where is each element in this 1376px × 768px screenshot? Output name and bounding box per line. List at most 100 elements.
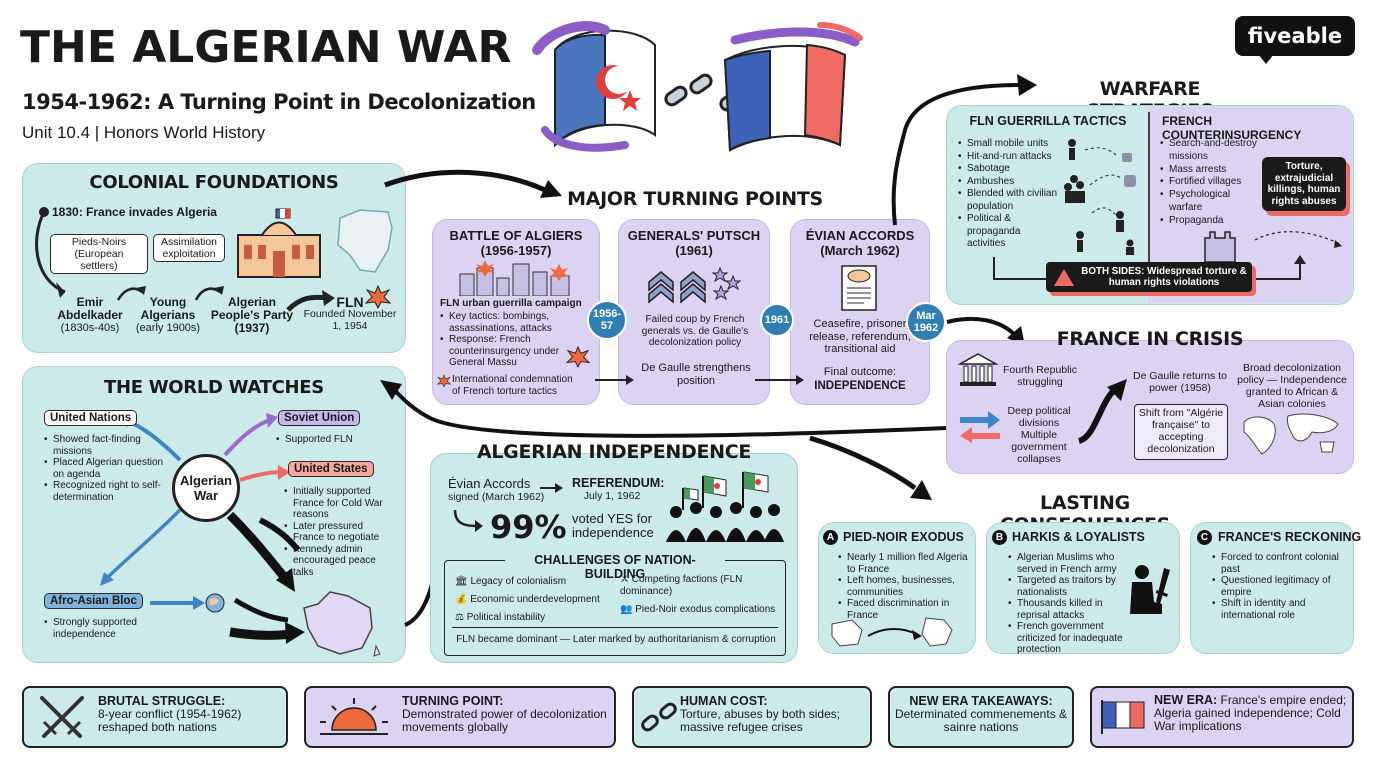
brutal-struggle-text: BRUTAL STRUGGLE: 8-year conflict (1954-1…	[98, 694, 280, 734]
list-item: Propaganda	[1160, 215, 1260, 228]
takeaway-brutal-struggle	[22, 686, 288, 748]
crisis-de-gaulle: De Gaulle returns to power (1958)	[1133, 370, 1227, 394]
united-states-list: Initially supported France for Cold War …	[284, 486, 396, 578]
colonial-building-icon	[237, 208, 321, 278]
division-arrows-icon	[960, 411, 1000, 443]
military-rank-icon	[648, 266, 742, 304]
referendum-percentage: 99%	[490, 508, 567, 546]
city-skyline-icon	[459, 260, 570, 296]
united-nations-label: United Nations	[44, 410, 138, 426]
list-item: Fortified villages	[1160, 176, 1260, 189]
referendum-result-text: voted YES for independence	[572, 511, 654, 540]
battle-of-algiers-lead: FLN urban guerrilla campaign	[440, 298, 582, 309]
algeria-map-icon	[337, 209, 393, 273]
new-era-text: NEW ERA: France's empire ended; Algeria …	[1154, 694, 1350, 733]
crossed-swords-icon	[40, 696, 84, 738]
abdelkader-label: Emir Abdelkader	[57, 295, 123, 322]
new-era-line: NEW ERA: France's empire ended; Algeria …	[1154, 694, 1350, 733]
list-item: Blended with civilian population	[958, 188, 1058, 213]
badge-1961: 1961	[760, 303, 794, 337]
list-item: Recognized right to self-determination	[44, 480, 164, 503]
list-item: Political & propaganda activities	[958, 213, 1058, 251]
brutal-struggle-desc: 8-year conflict (1954-1962) reshaped bot…	[98, 707, 242, 734]
generals-putsch-title: GENERALS' PUTSCH	[627, 228, 761, 243]
generals-putsch-card	[618, 219, 770, 405]
afro-asian-bloc-list: Strongly supported independence	[44, 617, 154, 640]
challenge-economic-text: Economic underdevelopment	[470, 594, 600, 605]
fln-tactics-title: FLN GUERRILLA TACTICS	[969, 114, 1127, 128]
world-watches-title: THE WORLD WATCHES	[104, 377, 324, 398]
torture-callout: Torture, extrajudicial killings, human r…	[1262, 157, 1346, 211]
pied-noir-exodus-title: PIED-NOIR EXODUS	[843, 530, 964, 544]
brand-logo[interactable]: fiveable	[1235, 16, 1355, 56]
star-icon	[619, 90, 641, 111]
new-era-takeaways-title: NEW ERA TAKEAWAYS:	[909, 694, 1053, 708]
soviet-union-label: Soviet Union	[278, 410, 361, 426]
human-cost-text: HUMAN COST: Torture, abuses by both side…	[680, 694, 868, 734]
explosion-icon	[566, 346, 590, 368]
crisis-shift-text: Shift from "Algérie française" to accept…	[1138, 407, 1224, 455]
badge-b: B	[992, 530, 1007, 545]
brutal-struggle-title: BRUTAL STRUGGLE:	[98, 694, 226, 708]
warning-icon	[1054, 268, 1074, 286]
explosion-icon	[365, 285, 391, 309]
badge-a: A	[823, 530, 838, 545]
list-item: Shift in identity and international role	[1212, 598, 1348, 621]
sunrise-icon	[320, 698, 388, 735]
colonial-foundations-title: COLONIAL FOUNDATIONS	[89, 172, 339, 193]
list-item: Left homes, businesses, communities	[838, 575, 972, 598]
new-era-desc: France's empire ended; Algeria gained in…	[1154, 693, 1347, 733]
brand-logo-tail	[1258, 54, 1274, 64]
list-item: Initially supported France for Cold War …	[284, 486, 396, 521]
referendum-label: REFERENDUM:	[572, 476, 665, 490]
badge-mar-1962: Mar 1962	[906, 302, 946, 342]
crossed-swords-icon: ⚔	[620, 574, 629, 585]
list-item: Sabotage	[958, 163, 1058, 176]
guerrilla-figures-icon	[1064, 139, 1136, 255]
torture-callout-text: Torture, extrajudicial killings, human r…	[1267, 161, 1341, 207]
crisis-divisions: Deep political divisions Multiple govern…	[1000, 405, 1078, 465]
generals-putsch-years: (1961)	[675, 243, 713, 258]
flow-arrow-crisis-to-world	[380, 380, 947, 500]
new-era-takeaways-desc: Determinated commenements & sainre natio…	[894, 707, 1068, 734]
fln-founded: Founded November 1, 1954	[303, 308, 397, 332]
broken-chain-icon	[641, 702, 677, 732]
list-item: Faced discrimination in France	[838, 598, 972, 621]
human-cost-desc: Torture, abuses by both sides; massive r…	[680, 707, 841, 734]
timeline-abdelkader: Emir Abdelkader (1830s-40s)	[50, 296, 130, 335]
list-item: Thousands killed in reprisal attacks	[1008, 598, 1133, 621]
list-item: Search-and-destroy missions	[1160, 138, 1260, 164]
building-icon: 🏛	[455, 576, 468, 587]
both-sides-banner: BOTH SIDES: Widespread torture & human r…	[1046, 262, 1252, 292]
pieds-noirs-box: Pieds-Noirs (European settlers)	[50, 234, 148, 274]
crisis-rising-arrow	[1077, 379, 1127, 444]
challenge-factions: ⚔ Competing factions (FLN dominance)	[620, 574, 780, 597]
list-item: Mass arrests	[1160, 164, 1260, 177]
peoples-party-label: Algerian People's Party (1937)	[210, 295, 294, 335]
pied-noir-exodus-list: Nearly 1 million fled Algeria to France …	[838, 552, 972, 621]
abdelkader-date: (1830s-40s)	[60, 322, 120, 334]
list-item: Hit-and-run attacks	[958, 151, 1058, 164]
list-item: Later pressured France to negotiate	[284, 521, 396, 544]
warfare-divider	[1148, 112, 1150, 272]
timeline-young-algerians: Young Algerians (early 1900s)	[128, 296, 208, 335]
evian-accords-card	[790, 219, 930, 405]
money-bag-icon: 💰	[455, 594, 468, 605]
young-algerians-label: Young Algerians	[140, 295, 196, 322]
list-item: Small mobile units	[958, 138, 1058, 151]
evian-accords-text: Ceasefire, prisoner release, referendum,…	[809, 318, 911, 355]
french-flag-icon	[1101, 700, 1145, 734]
globe-icon	[205, 593, 225, 613]
colonial-timeline-arrows	[35, 207, 335, 312]
badge-1956-57: 1956-57	[587, 300, 627, 340]
harkis-list: Algerian Muslims who served in French ar…	[1008, 552, 1133, 656]
balance-icon: ⚖	[455, 612, 464, 623]
assimilation-label: Assimilation exploitation	[160, 236, 218, 260]
migration-map-icon	[831, 617, 953, 647]
evian-final-outcome-value: INDEPENDENCE	[814, 380, 906, 392]
kneeling-soldier-icon	[1130, 565, 1170, 614]
generals-putsch-footnote: De Gaulle strengthens position	[641, 362, 751, 387]
evian-accords-title: ÉVIAN ACCORDS	[805, 228, 915, 243]
evian-accords-years: (March 1962)	[820, 243, 900, 258]
united-nations-list: Showed fact-finding missions Placed Alge…	[44, 434, 164, 503]
